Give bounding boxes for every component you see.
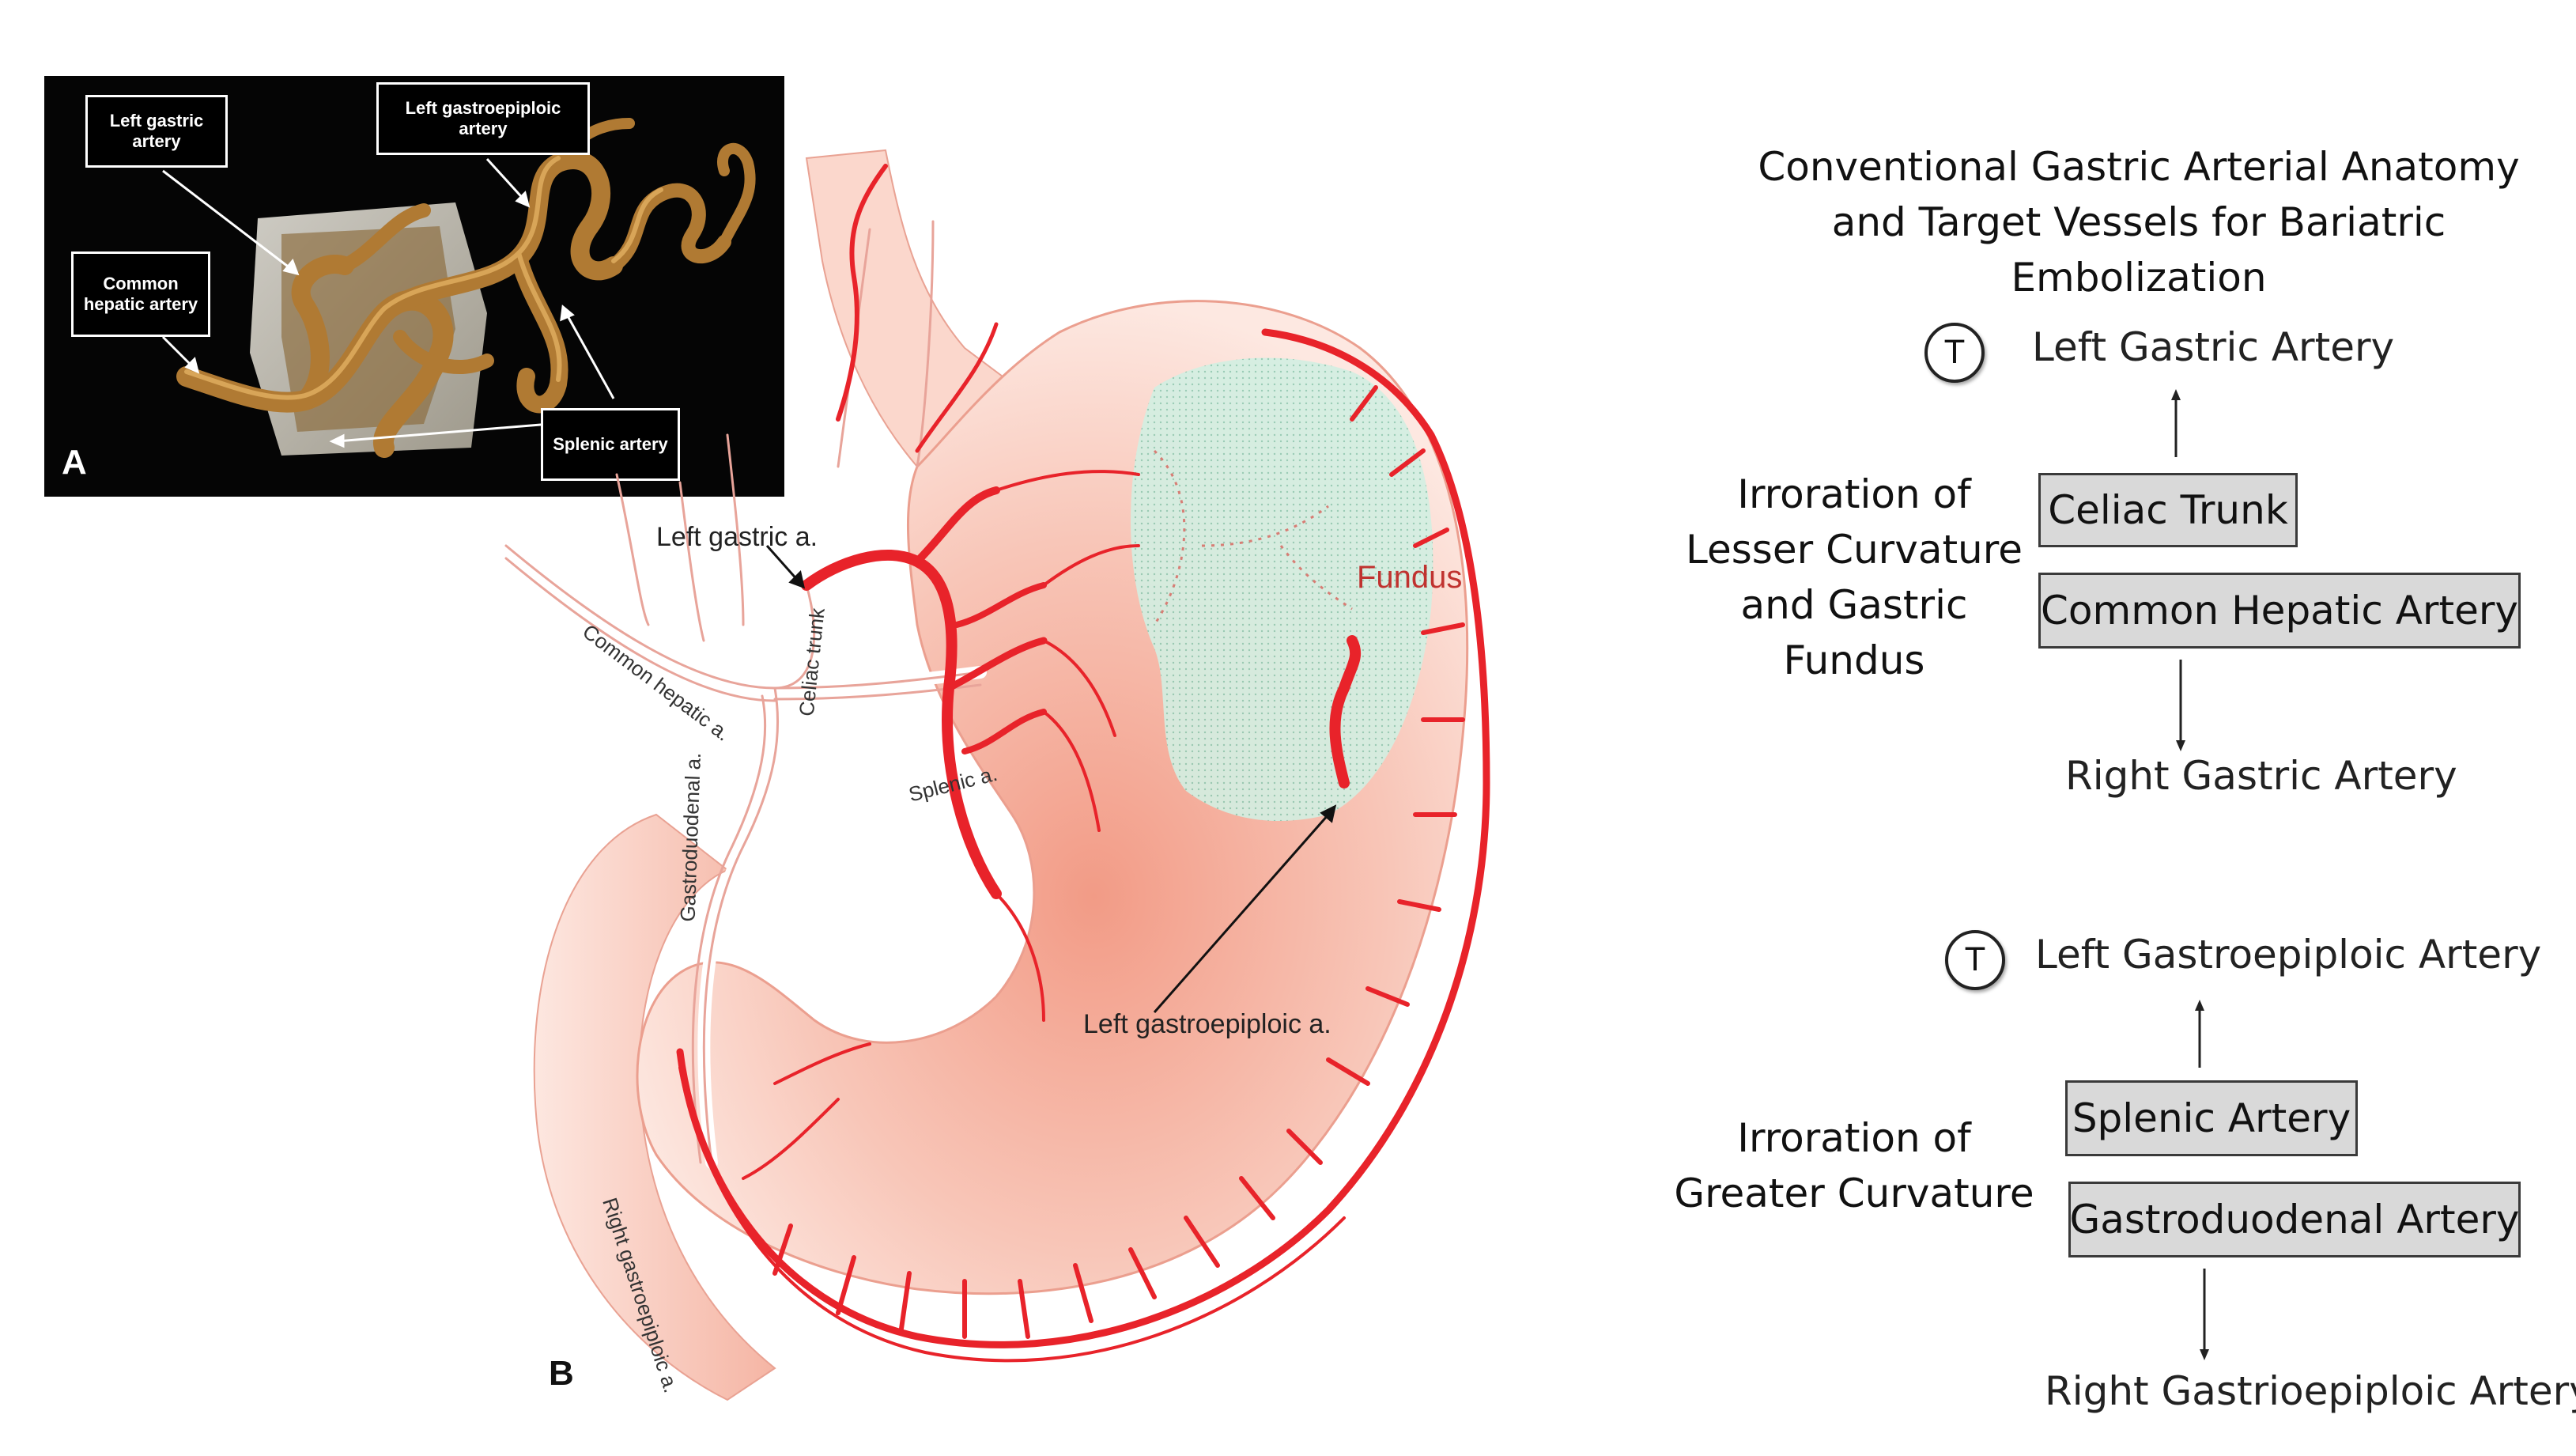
gastroduodenal-artery-box: Gastroduodenal Artery bbox=[2068, 1182, 2521, 1257]
section1-heading-line3: and Gastric Fundus bbox=[1740, 582, 1968, 683]
arrow-down-2 bbox=[2200, 1269, 2209, 1360]
section1-heading-line1: Irroration of bbox=[1737, 471, 1971, 517]
target-left-gastric-artery: Left Gastric Artery bbox=[2032, 324, 2395, 370]
section2-heading-line2: Greater Curvature bbox=[1674, 1170, 2034, 1216]
panel-b-left-gastroepiploic-label: Left gastroepiploic a. bbox=[1083, 1009, 1331, 1039]
section1-heading-line2: Lesser Curvature bbox=[1686, 527, 2023, 573]
stomach-illustration bbox=[500, 149, 1490, 1401]
section2-heading-line1: Irroration of bbox=[1737, 1115, 1971, 1161]
panel-a-letter: A bbox=[62, 443, 87, 482]
right-gastroepiploic-artery: Right Gastrioepiploic Artery bbox=[2045, 1368, 2576, 1414]
target-left-gastroepiploic-artery: Left Gastroepiploic Artery bbox=[2035, 932, 2542, 978]
panel-a-left-gastroepiploic-label: Left gastroepiploic artery bbox=[376, 82, 590, 155]
flowchart-title-line2: and Target Vessels for Bariatric Emboliz… bbox=[1831, 199, 2446, 301]
panel-a-splenic-label: Splenic artery bbox=[541, 408, 680, 481]
common-hepatic-artery-box: Common Hepatic Artery bbox=[2038, 573, 2521, 649]
panel-b-left-gastric-label: Left gastric a. bbox=[656, 522, 818, 552]
flowchart-title: Conventional Gastric Arterial Anatomy an… bbox=[1708, 139, 2570, 305]
panel-a-common-hepatic-label: Common hepatic artery bbox=[71, 251, 210, 337]
arrow-up-2 bbox=[2195, 1000, 2204, 1068]
right-gastric-artery: Right Gastric Artery bbox=[2065, 753, 2457, 799]
section1-heading: Irroration of Lesser Curvature and Gastr… bbox=[1668, 467, 2040, 688]
arrow-down-1 bbox=[2176, 660, 2185, 751]
flowchart-title-line1: Conventional Gastric Arterial Anatomy bbox=[1758, 144, 2520, 190]
angiography-render bbox=[161, 118, 756, 458]
panel-a-left-gastric-label: Left gastric artery bbox=[85, 95, 228, 168]
celiac-trunk-box: Celiac Trunk bbox=[2038, 473, 2298, 547]
panel-b-fundus-label: Fundus bbox=[1357, 560, 1463, 595]
splenic-artery-box: Splenic Artery bbox=[2065, 1080, 2358, 1156]
target-symbol-1: T bbox=[1924, 323, 1985, 383]
section2-heading: Irroration of Greater Curvature bbox=[1668, 1110, 2040, 1221]
panel-b-letter: B bbox=[549, 1354, 574, 1393]
arrow-up-1 bbox=[2171, 389, 2181, 457]
angiography-panel: Left gastric artery Left gastroepiploic … bbox=[44, 76, 784, 497]
target-symbol-2: T bbox=[1945, 930, 2005, 990]
